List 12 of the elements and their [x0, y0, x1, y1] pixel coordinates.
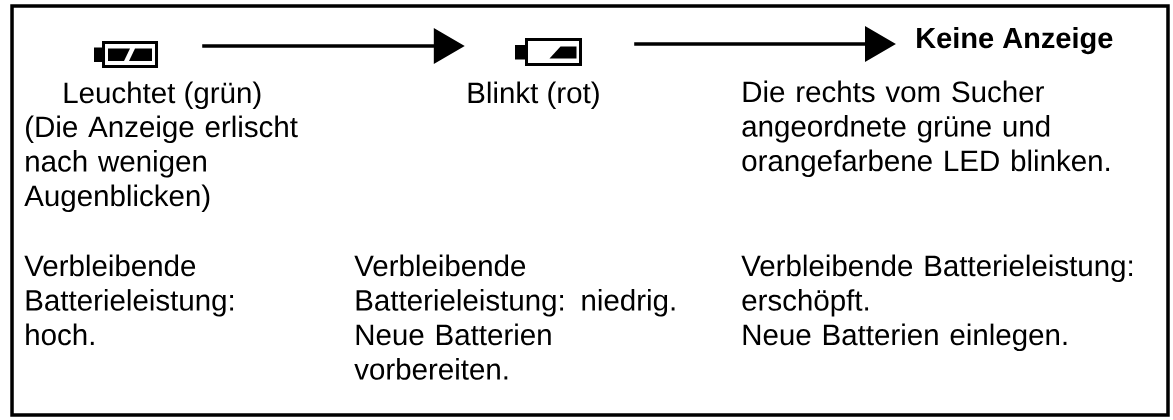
description-text: Verbleibende Batterieleistung: niedrig.	[354, 254, 675, 317]
caption-text: (Die Anzeige erlischt nach wenigen Augenblicken)	[24, 115, 298, 213]
description-text: Neue Batterien einlegen.	[743, 323, 1067, 352]
description-text: Verbleibende Batterieleistung: erschöpft.	[741, 254, 1132, 317]
battery-icon	[515, 38, 582, 66]
description-text: Neue Batterien vorbereiten.	[354, 323, 551, 380]
battery-icon	[94, 41, 158, 68]
caption-text: Blinkt (rot)	[468, 81, 599, 110]
caption-text: Die rechts vom Sucher angeordnete grüne und orangefarbene LED blinken.	[742, 80, 1110, 178]
caption-text: Leuchtet (grün)	[64, 81, 261, 110]
description-text: Verbleibende Batterieleistung: hoch.	[24, 254, 234, 346]
status-text: Keine Anzeige	[917, 27, 1113, 55]
